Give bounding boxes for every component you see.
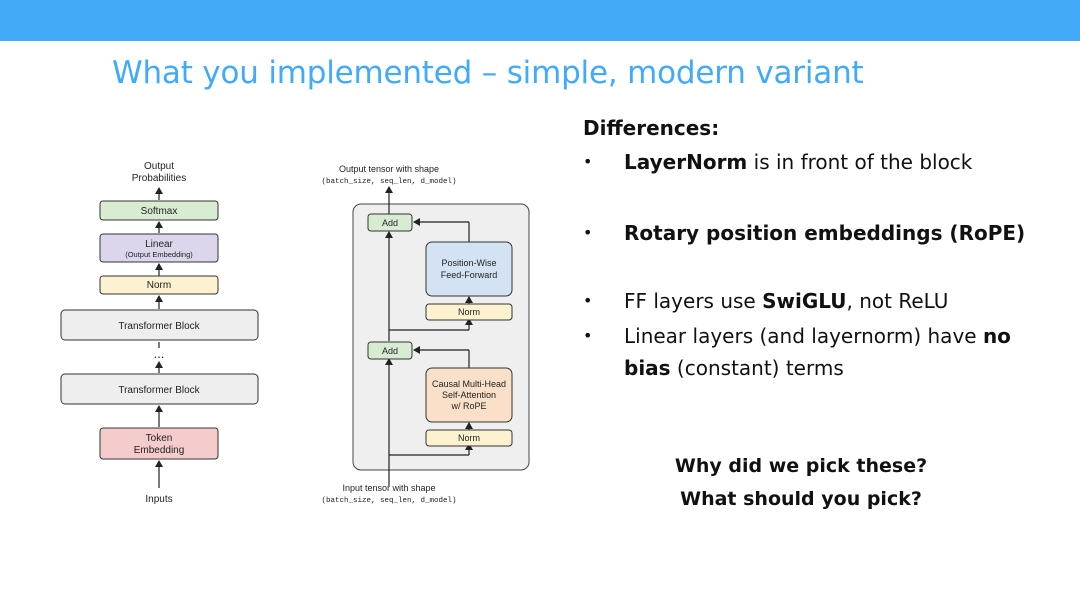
output-tensor-shape: (batch_size, seq_len, d_model)	[321, 178, 456, 186]
difference-text: LayerNorm is in front of the block	[624, 150, 973, 174]
softmax-label: Softmax	[141, 206, 178, 217]
attention-label-2: Self-Attention	[442, 390, 496, 400]
token-embedding-label-2: Embedding	[134, 445, 185, 456]
attention-label-3: w/ RoPE	[450, 401, 486, 411]
transformer-block-diagram: Output tensor with shape (batch_size, se…	[321, 164, 530, 505]
output-tensor-label: Output tensor with shape	[339, 164, 439, 174]
transformer-block-bottom	[60, 373, 259, 405]
linear-output-embedding-box	[99, 233, 219, 263]
add-bottom-label: Add	[382, 346, 398, 356]
transformer-block-top	[60, 309, 259, 341]
input-tensor-shape: (batch_size, seq_len, d_model)	[321, 497, 456, 505]
transformer-block-bottom-label: Transformer Block	[118, 385, 200, 396]
architecture-diagrams: Output Probabilities Softmax Linear (Out…	[60, 161, 530, 505]
feed-forward-box	[425, 241, 513, 297]
top-accent-bar	[0, 0, 1080, 41]
difference-text: Rotary position embeddings (RoPE)	[624, 221, 1026, 245]
question-why: Why did we pick these?	[674, 455, 928, 477]
norm-top-box	[425, 303, 513, 321]
discussion-questions: Why did we pick these? What should you p…	[583, 450, 1019, 516]
norm-bottom-box	[425, 429, 513, 447]
norm-top-label: Norm	[458, 307, 480, 317]
model-overview-diagram: Output Probabilities Softmax Linear (Out…	[60, 161, 259, 505]
add-top-label: Add	[382, 218, 398, 228]
add-top-box	[367, 213, 413, 232]
difference-text: FF layers use SwiGLU, not ReLU	[624, 289, 949, 313]
norm-bottom-label: Norm	[458, 433, 480, 443]
attention-label: Causal Multi-Head	[432, 379, 506, 389]
bullet-dot: •	[583, 326, 593, 345]
add-bottom-box	[367, 341, 413, 360]
output-probabilities-label-2: Probabilities	[132, 173, 186, 184]
slide-title: What you implemented – simple, modern va…	[112, 55, 864, 91]
difference-text: Linear layers (and layernorm) have no bi…	[624, 324, 1011, 380]
output-probabilities-label: Output	[144, 161, 174, 172]
linear-label: Linear	[145, 239, 173, 250]
token-embedding-label: Token	[146, 433, 173, 444]
linear-sublabel: (Output Embedding)	[125, 250, 193, 259]
token-embedding-box	[99, 427, 219, 460]
transformer-block-top-label: Transformer Block	[118, 321, 200, 332]
bullet-dot: •	[583, 291, 593, 310]
softmax-box	[99, 200, 219, 221]
final-norm-box	[99, 275, 219, 295]
attention-box	[425, 367, 513, 423]
inputs-label: Inputs	[145, 494, 172, 505]
feed-forward-label: Position-Wise	[441, 258, 496, 268]
ellipsis: ...	[154, 346, 165, 361]
question-what: What should you pick?	[680, 488, 922, 510]
input-tensor-label: Input tensor with shape	[342, 483, 435, 493]
differences-heading: Differences:	[583, 116, 720, 140]
feed-forward-label-2: Feed-Forward	[441, 270, 498, 280]
final-norm-label: Norm	[147, 280, 171, 291]
bullet-dot: •	[583, 152, 593, 171]
bullet-dot: •	[583, 223, 593, 242]
